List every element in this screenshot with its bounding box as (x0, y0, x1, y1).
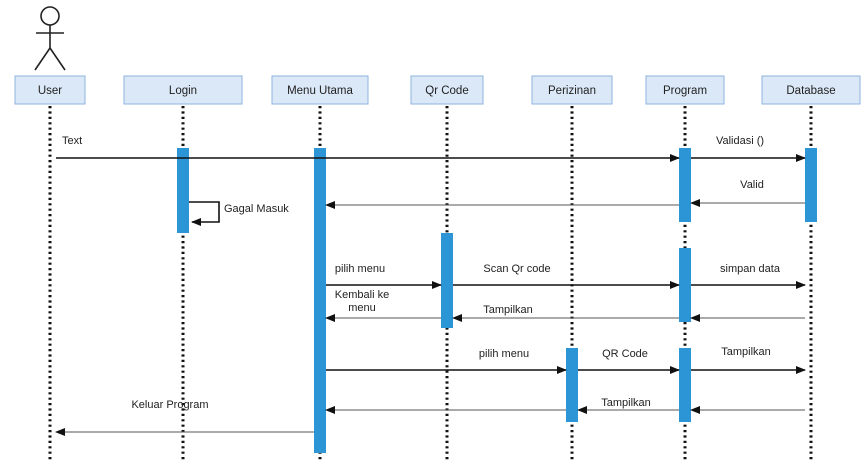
participant-label-user: User (38, 85, 62, 97)
message-label: Text (62, 135, 82, 147)
participant-box-login (123, 75, 243, 105)
message-2: Valid (690, 179, 805, 207)
message-arrow-self (189, 201, 220, 226)
message-5: pilih menu (326, 263, 442, 289)
message-label: QR Code (602, 348, 648, 360)
activation-bar-menu (314, 148, 326, 453)
participant-box-db (761, 75, 861, 105)
message-9: Tampilkan (452, 304, 679, 322)
message-6: Scan Qr code (453, 263, 680, 289)
message-label: Valid (740, 179, 764, 191)
message-label: simpan data (720, 263, 781, 275)
activation-bar-program (679, 348, 691, 422)
actor-user-icon (34, 6, 66, 71)
participant-db: Database (761, 75, 861, 462)
message-1: Validasi () (691, 135, 806, 162)
message-14: Tampilkan (577, 397, 679, 414)
participant-user: User (14, 75, 86, 462)
activation-bar-program (679, 248, 691, 322)
message-label: Tampilkan (721, 346, 771, 358)
participant-box-user (14, 75, 86, 105)
participant-label-qr: Qr Code (425, 85, 468, 97)
message-0: Text (56, 135, 680, 162)
activation-bar-db (805, 148, 817, 222)
message-4: Gagal Masuk (189, 201, 289, 226)
message-11: pilih menu (326, 348, 567, 374)
participant-box-izin (531, 75, 613, 105)
participant-label-menu: Menu Utama (287, 85, 353, 97)
activation-bar-qr (441, 233, 453, 328)
participant-program: Program (645, 75, 725, 462)
participant-label-db: Database (786, 85, 835, 97)
participant-box-menu (271, 75, 369, 105)
message-label: Validasi () (716, 135, 764, 147)
message-label: Tampilkan (601, 397, 651, 409)
message-label: Keluar Program (131, 399, 208, 411)
message-label: Scan Qr code (483, 263, 550, 275)
message-label: pilih menu (335, 263, 385, 275)
activation-bar-izin (566, 348, 578, 422)
participant-box-qr (410, 75, 484, 105)
participant-label-izin: Perizinan (548, 85, 596, 97)
participant-login: Login (123, 75, 243, 462)
message-label: Gagal Masuk (224, 203, 289, 215)
participant-qr: Qr Code (410, 75, 484, 462)
participant-box-program (645, 75, 725, 105)
message-label: pilih menu (479, 348, 529, 360)
message-label: Tampilkan (483, 304, 533, 316)
message-7: simpan data (691, 263, 806, 289)
participant-izin: Perizinan (531, 75, 613, 462)
message-12: QR Code (578, 348, 680, 374)
activation-bar-program (679, 148, 691, 222)
participant-label-login: Login (169, 85, 197, 97)
participant-label-program: Program (663, 85, 707, 97)
activation-bar-login (177, 148, 189, 233)
message-13: Tampilkan (691, 346, 806, 374)
participant-menu: Menu Utama (271, 75, 369, 462)
message-17: Keluar Program (55, 399, 314, 436)
